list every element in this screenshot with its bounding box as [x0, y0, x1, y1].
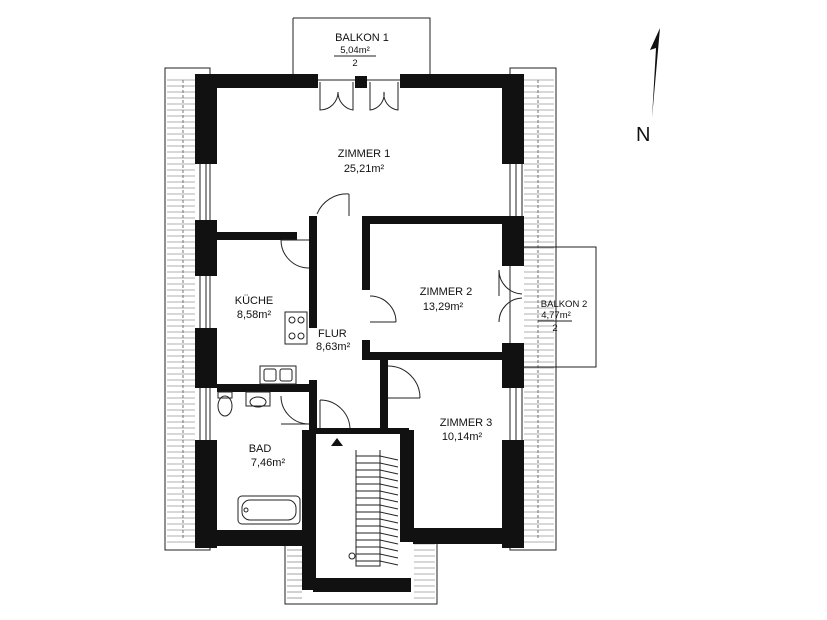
label-zimmer-3: ZIMMER 3 10,14m² — [440, 417, 493, 443]
stairs — [355, 450, 399, 567]
exterior-walls — [195, 74, 524, 592]
roof-hatching-left — [164, 67, 211, 551]
label-zimmer-1: ZIMMER 1 25,21m² — [338, 148, 391, 175]
stair-tread — [379, 490, 399, 496]
windows — [199, 164, 523, 440]
bad-area: 7,46m² — [251, 457, 286, 469]
north-label: N — [636, 124, 651, 146]
door-swings — [280, 193, 523, 429]
stair-arrow — [331, 438, 356, 560]
stair-tread — [379, 560, 399, 566]
zimmer-3-name: ZIMMER 3 — [440, 417, 493, 429]
stair-tread — [379, 462, 399, 468]
flur-area: 8,63m² — [316, 341, 351, 353]
balkon-1 — [292, 17, 431, 76]
zimmer-1-name: ZIMMER 1 — [338, 148, 391, 160]
roof-lines — [167, 79, 554, 599]
stair-tread — [379, 525, 399, 531]
label-balkon-1: BALKON 1 5,04m² 2 — [334, 32, 389, 69]
stair-tread — [379, 532, 399, 538]
stair-tread — [379, 469, 399, 475]
label-kueche: KÜCHE 8,58m² — [235, 295, 274, 321]
kueche-name: KÜCHE — [235, 295, 274, 307]
stair-tread — [379, 546, 399, 552]
label-flur: FLUR 8,63m² — [316, 328, 351, 353]
balkon-1-doors — [318, 79, 400, 111]
stair-tread — [379, 518, 399, 524]
balkon-1-name: BALKON 1 — [335, 32, 389, 44]
roof-hatching-right — [509, 67, 557, 551]
stair-tread — [379, 504, 399, 510]
stair-tread — [379, 553, 399, 559]
balkon-1-note: 2 — [352, 58, 357, 69]
bad-name: BAD — [249, 443, 272, 455]
kitchen-fixtures — [259, 311, 308, 385]
stair-tread — [379, 511, 399, 517]
flur-name: FLUR — [318, 328, 347, 340]
stair-tread — [379, 483, 399, 489]
label-bad: BAD 7,46m² — [249, 443, 286, 469]
balkon-2-name: BALKON 2 — [541, 299, 587, 310]
label-zimmer-2: ZIMMER 2 13,29m² — [420, 286, 473, 313]
bathroom-fixtures — [217, 391, 301, 525]
north-arrow-icon — [650, 28, 660, 118]
zimmer-2-name: ZIMMER 2 — [420, 286, 473, 298]
label-balkon-2: BALKON 2 4,77m² 2 — [538, 299, 587, 334]
zimmer-1-area: 25,21m² — [344, 163, 385, 175]
balkon-2-note: 2 — [552, 323, 557, 334]
stair-tread — [379, 476, 399, 482]
interior-walls — [217, 216, 507, 434]
balkon-2-area: 4,77m² — [541, 310, 571, 321]
stair-tread — [379, 455, 399, 461]
stair-tread — [379, 539, 399, 545]
balkon-1-area: 5,04m² — [340, 45, 370, 56]
kueche-area: 8,58m² — [237, 309, 272, 321]
stair-wing — [284, 540, 438, 605]
stair-tread — [379, 497, 399, 503]
zimmer-3-area: 10,14m² — [442, 431, 483, 443]
zimmer-2-area: 13,29m² — [423, 301, 464, 313]
balkon-2 — [510, 246, 597, 368]
